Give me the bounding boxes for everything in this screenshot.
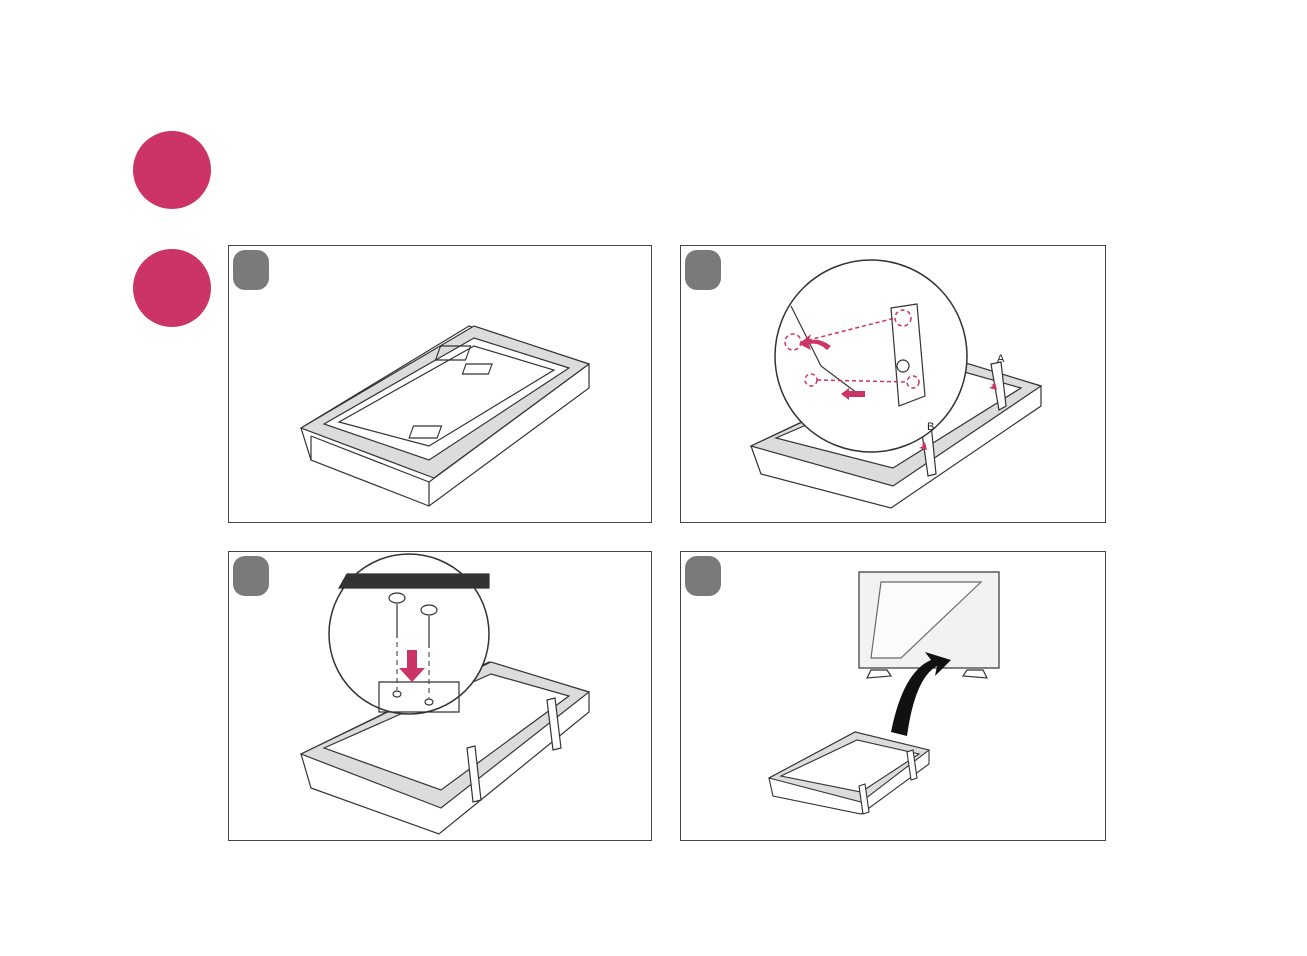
instruction-panel-4 [680,551,1106,841]
instruction-panel-1 [228,245,652,523]
screw-fasten-illustration [229,552,653,842]
label-a: A [997,353,1005,365]
stand-attach-illustration: A B [681,246,1107,524]
instruction-panel-3 [228,551,652,841]
tv-face-down-illustration [229,246,653,524]
tv-stand-up-illustration [681,552,1107,842]
step-marker-2 [133,249,211,327]
step-marker-1 [133,131,211,209]
instruction-panel-2: A B [680,245,1106,523]
label-b: B [927,421,934,433]
